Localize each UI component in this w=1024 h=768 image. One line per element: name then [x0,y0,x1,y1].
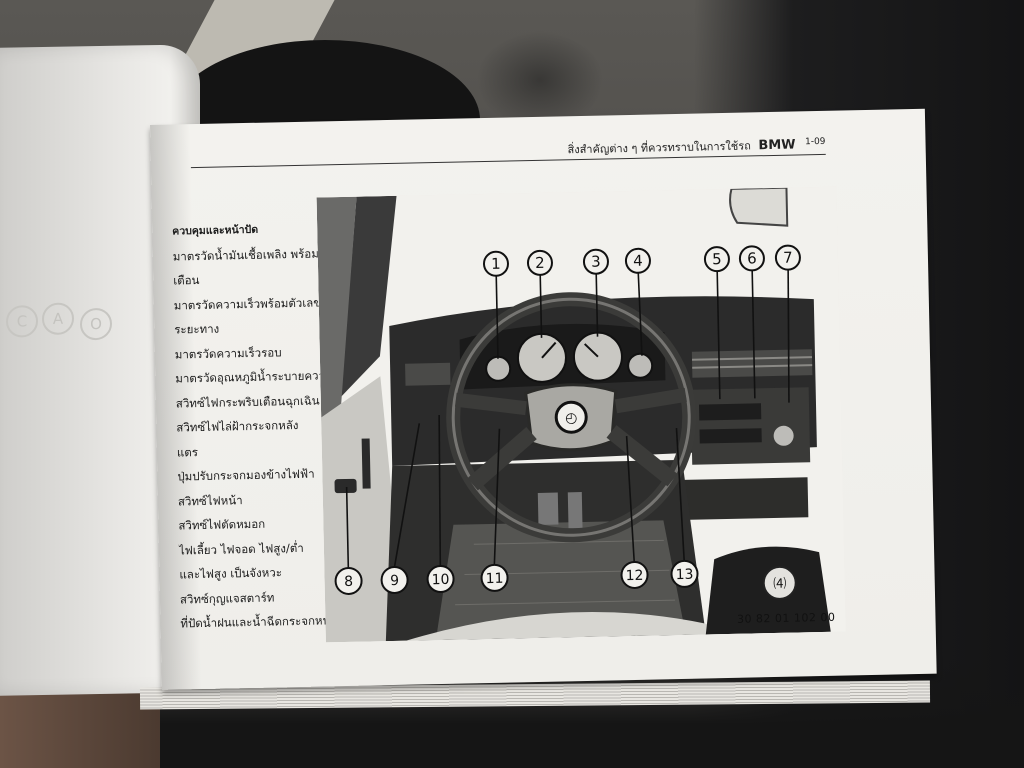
photo-reference-code: 30 82 01 102 00 [736,610,836,626]
legend-line: แตร [176,444,199,460]
callout-8: 8 [334,566,363,595]
callout-number: 11 [486,571,504,587]
page-number: 1-09 [804,136,826,148]
legend-line: สวิทซ์ไฟกระพริบเตือนฉุกเฉิน [175,393,320,411]
callout-2: 2 [526,249,553,276]
callout-9: 9 [380,565,409,594]
legend-line: ระยะทาง [174,321,220,337]
callout-4: 4 [624,247,651,274]
dashboard-photo: ⑷ ◴ [316,186,846,643]
running-head-title: สิ่งสำคัญต่าง ๆ ที่ควรทราบในการใช้รถ [567,139,752,157]
legend-heading: ควบคุมและหน้าปัด [172,223,259,238]
callout-13: 13 [670,559,699,588]
legend-line: สวิทซ์ไฟตัดหมอก [178,516,266,533]
callout-number: 13 [675,567,693,583]
callout-number: 12 [625,568,643,584]
legend-line: เตือน [173,273,200,288]
legend-line: ปุ่มปรับกระจกมองข้างไฟฟ้า [177,466,315,484]
callout-1: 1 [482,250,509,277]
callout-number: 2 [535,254,545,272]
callout-number: 8 [344,574,353,590]
callout-number: 5 [712,250,722,268]
callout-7: 7 [774,244,801,271]
callout-number: 1 [491,255,501,273]
legend-line: สวิทซ์ไฟหน้า [177,492,243,508]
dashboard-illustration: ⑷ ◴ [316,186,846,643]
bmw-badge: ◴ [565,410,578,426]
legend-line: มาตรวัดความเร็วรอบ [174,344,282,362]
callout-number: 9 [390,573,399,589]
callout-12: 12 [620,560,649,589]
ghost-symbol: C [6,305,38,338]
legend-line: สวิทซ์กุญแจสตาร์ท [179,589,275,606]
ghost-symbol: A [42,302,74,336]
callout-number: 7 [783,249,793,267]
callout-11: 11 [480,563,509,592]
callout-number: 3 [591,253,601,271]
callout-number: 4 [633,252,643,270]
legend-line: มาตรวัดความเร็วพร้อมตัวเลขบอก [173,294,335,313]
legend-list: ควบคุมและหน้าปัด มาตรวัดน้ำมันเชื้อเพลิง… [172,216,341,636]
gear-knob-label: ⑷ [773,577,786,592]
legend-line: และไฟสูง เป็นจังหวะ [179,565,283,582]
callout-number: 6 [747,249,757,267]
legend-line: ที่ปัดน้ำฝนและน้ำฉีดกระจกหน้า [180,613,338,631]
callout-5: 5 [703,246,730,273]
callout-number: 10 [432,572,450,588]
ghost-symbol: O [80,307,112,341]
callout-6: 6 [738,245,765,272]
running-head-brand: BMW [758,137,796,154]
legend-line: มาตรวัดน้ำมันเชื้อเพลิง พร้อมไฟ [172,245,333,264]
legend-line: สวิทซ์ไฟไล่ฝ้ากระจกหลัง [176,417,299,435]
callout-10: 10 [426,565,455,594]
legend-line: มาตรวัดอุณหภูมิน้ำระบายความร้อน [175,367,336,386]
callout-3: 3 [582,248,609,275]
legend-line: ไฟเลี้ยว ไฟจอด ไฟสูง/ต่ำ [178,540,304,557]
manual-page[interactable]: สิ่งสำคัญต่าง ๆ ที่ควรทราบในการใช้รถ BMW… [150,108,937,690]
header-rule [190,153,826,169]
